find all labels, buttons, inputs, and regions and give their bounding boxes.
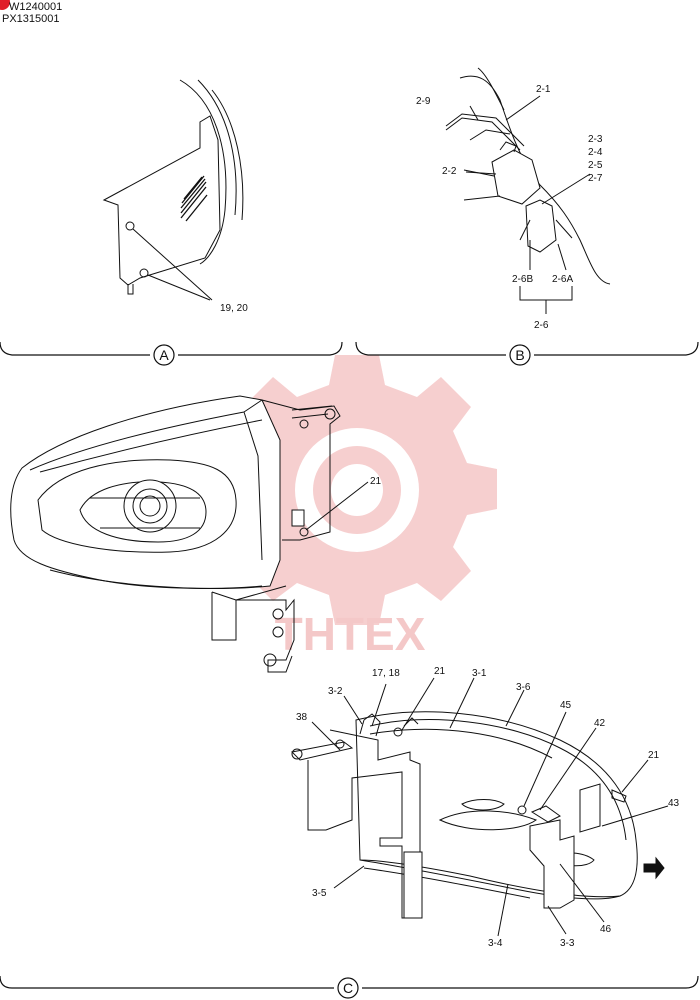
bolt-c-21a xyxy=(393,727,403,737)
label-b-2-1: 2-1 xyxy=(536,84,551,95)
label-c-45: 45 xyxy=(560,700,572,711)
label-c-46: 46 xyxy=(600,924,612,935)
label-c-3-5: 3-5 xyxy=(312,888,327,899)
label-c-21-right: 21 xyxy=(648,750,660,761)
label-a-19-20: 19, 20 xyxy=(220,303,248,314)
bolt-a1 xyxy=(125,221,135,231)
panel-a-drawing xyxy=(102,79,244,301)
label-b-2-6b: 2-6B xyxy=(512,274,533,285)
label-c-3-3: 3-3 xyxy=(560,938,575,949)
bolt-a2 xyxy=(139,268,149,278)
headlamp-assembly xyxy=(10,395,369,673)
bolt-c-21b xyxy=(611,789,627,803)
header-logo-mark xyxy=(0,0,10,10)
label-c-17-18: 17, 18 xyxy=(372,668,400,679)
part-code-1: W1240001 xyxy=(9,1,63,13)
panel-c-frame xyxy=(0,975,699,999)
label-b-2-9: 2-9 xyxy=(416,96,431,107)
direction-arrow-icon xyxy=(643,856,665,880)
label-b-2-2: 2-2 xyxy=(442,166,457,177)
bolt-main-3 xyxy=(272,626,284,638)
label-b-2-6a: 2-6A xyxy=(552,274,573,285)
panel-c-letter: C xyxy=(343,980,353,996)
bolt-main-21 xyxy=(299,527,309,537)
bolt-main-2 xyxy=(272,608,284,620)
label-c-43: 43 xyxy=(668,798,680,809)
panel-b-letter: B xyxy=(515,347,524,363)
label-c-38: 38 xyxy=(296,712,308,723)
label-b-2-3: 2-3 xyxy=(588,134,603,145)
label-c-3-6: 3-6 xyxy=(516,682,531,693)
panel-b-frame xyxy=(355,341,699,366)
panel-b-drawing xyxy=(445,67,611,314)
label-b-2-6: 2-6 xyxy=(534,320,549,331)
label-b-2-7: 2-7 xyxy=(588,173,603,184)
label-b-2-4: 2-4 xyxy=(588,147,603,158)
label-c-3-2: 3-2 xyxy=(328,686,343,697)
watermark-text: THTEX xyxy=(275,608,426,660)
label-c-3-4: 3-4 xyxy=(488,938,503,949)
part-code-2: PX1315001 xyxy=(2,13,60,25)
panel-a-letter: A xyxy=(159,347,169,363)
connector-body xyxy=(525,199,557,253)
panel-a-frame xyxy=(0,341,343,366)
label-b-2-5: 2-5 xyxy=(588,160,603,171)
label-c-3-1: 3-1 xyxy=(472,668,487,679)
label-main-21: 21 xyxy=(370,476,382,487)
label-c-42: 42 xyxy=(594,718,606,729)
bolt-c-45 xyxy=(517,805,527,815)
grille-vent xyxy=(180,175,208,222)
panel-c-drawing xyxy=(290,677,669,937)
label-c-21-top: 21 xyxy=(434,666,446,677)
